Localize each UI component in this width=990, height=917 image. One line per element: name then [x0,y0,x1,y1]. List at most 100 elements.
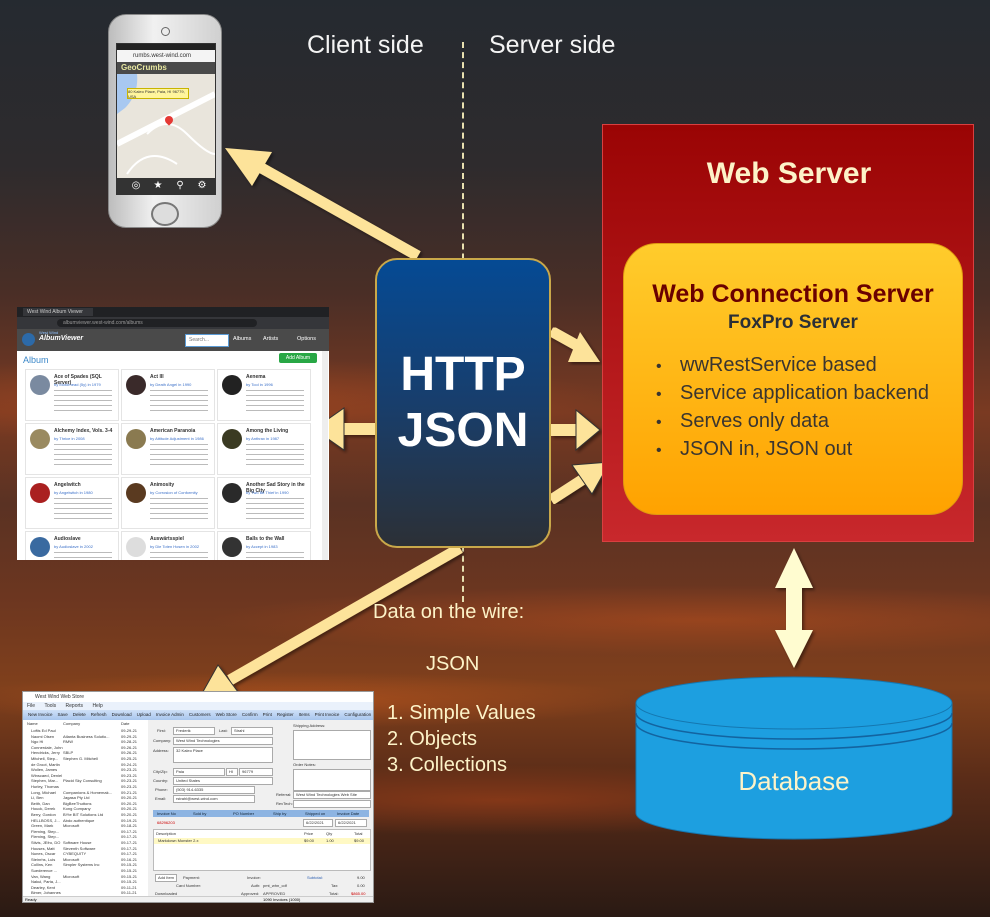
list-cell: Simpler Systems Inc [63,862,100,868]
list-row: Connerdale, John 09-26-21 [23,745,148,750]
list-cell: 09-29-21 [121,733,138,739]
album-description-line [246,464,304,465]
album-description-line [54,508,112,509]
album-description-line [54,454,112,455]
shipping-field [293,730,371,760]
list-cell: CYBEQUITY [63,851,87,857]
toolbar-button: Refresh [90,712,107,717]
avatar-icon [22,333,35,346]
invoice-form: First: Frederik Last: Strahl Company: We… [151,720,373,896]
menu-help: Help [92,703,103,709]
list-cell: Hurley, Thomas [31,784,59,789]
album-card: Ace of Spades (SQL Server)by Motörhead (… [25,369,119,421]
album-description-line [246,454,304,455]
shipping-label: Shipping Address: [293,723,326,728]
album-description-line [54,513,112,514]
list-cell: 09-23-21 [121,778,138,784]
phone-status-bar [117,44,215,50]
album-description-line [246,405,304,406]
toolbar-button: Upload [136,712,151,717]
list-row: HELLBOSS, J...Abdo authentique 09-19-21 [23,818,148,823]
auth-value: pmt_whn_cdf [263,883,287,888]
list-cell: Fleming, Step... [31,828,60,834]
list-cell: de Groot, Martin [31,761,60,767]
nav-options: Options [297,336,316,342]
list-cell: 09-23-21 [121,772,138,778]
line-item-price: $9.00 [304,838,315,843]
album-heading: Album [23,355,49,365]
list-cell: Houck, Derek [31,806,56,812]
invoice-column-header: Sold by [193,811,207,816]
toolbar-button: Print Invoice [314,712,340,717]
invoice-column-header: PO Number [233,811,255,816]
album-description-line [150,513,208,514]
list-cell: 09-18-21 [121,823,138,829]
album-artist: by Corrosion of Conformity [150,490,198,495]
toolbar-button: Configuration [344,712,372,717]
album-description-line [54,444,112,445]
album-description-line [246,513,304,514]
album-cover-thumbnail [222,429,242,449]
line-item-description: Markdown Monster 2.x [158,838,199,843]
gear-icon: ⚙ [197,180,207,191]
album-cover-thumbnail [222,375,242,395]
web-server-title: Web Server [706,157,872,190]
arrow-to-album-viewer [313,407,378,451]
list-cell: Companions & Homemak... [63,789,112,795]
company-label: Company: [153,738,172,743]
album-description-line [150,454,208,455]
list-cell: 09-20-21 [121,806,138,812]
album-description-line [54,459,112,460]
city-field: Paia [173,768,225,776]
album-description-line [246,395,304,396]
browser-tab-strip: West Wind Album Viewer [17,307,329,317]
list-cell: Bimer, Johannes [31,890,61,896]
list-cell: Abdo authentique [63,817,95,823]
list-cell: 09-26-21 [121,744,138,750]
list-cell: 09-19-21 [121,817,138,823]
album-description-line [246,444,304,445]
invoice-number: 68296203 [157,820,175,825]
nav-albums: Albums [233,336,252,342]
toolbar-button: Print [262,712,272,717]
list-cell: Connerdale, John [31,744,63,750]
list-cell: HELLBOSS, J... [31,817,60,823]
feature-item: Serves only data [656,408,929,436]
add-album-button: Add Album [279,353,317,363]
list-cell: 09-25-21 [121,756,138,761]
album-description-line [246,552,304,553]
mobile-phone-mockup: rumbs.west-wind.com GeoCrumbs 80 Kaleo P… [108,14,222,228]
album-description-line [150,390,208,391]
list-cell: 09-20-21 [121,795,138,801]
invoice-date-field: 6/22/2021 [335,819,367,827]
album-cover-thumbnail [126,537,146,557]
album-description-line [246,459,304,460]
album-description-line [150,459,208,460]
search-icon: ⚲ [176,180,184,191]
brand-top: West Wind [39,330,59,335]
list-cell: Mitchell, Step... [31,756,59,761]
server-side-label: Server side [489,31,616,59]
list-cell: Steinrhs, Luis [31,856,56,862]
album-artist: by Tool in 1996 [246,382,273,387]
list-cell: Naomi Olsen [31,733,55,739]
line-item-row: Markdown Monster 2.x $9.00 1.00 $9.00 [154,838,370,844]
album-artist: by Thrice in 2008 [54,436,85,441]
list-cell: Wollen, James [31,767,58,773]
album-description-line [150,503,208,504]
